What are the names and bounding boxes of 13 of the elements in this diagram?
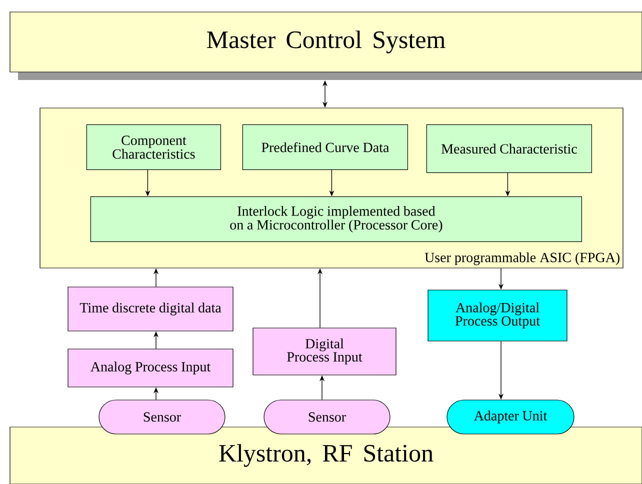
station-box: Klystron, RF Station [10, 426, 642, 484]
sensor-pill: Sensor [264, 400, 390, 434]
process-box: Digital Process Input [252, 328, 396, 376]
data-box: Measured Characteristic [426, 124, 592, 173]
logic-box: Interlock Logic implemented based on a Microcontroller (Processor Core) [90, 196, 582, 242]
adapter-pill: Adapter Unit [446, 400, 574, 434]
system-box: Master Control System [10, 12, 642, 80]
sensor-pill: Sensor [98, 400, 226, 434]
data-box: Component Characteristics [86, 124, 221, 170]
process-box: Analog Process Input [68, 348, 234, 388]
data-box: Predefined Curve Data [242, 124, 408, 170]
process-box: Time discrete digital data [68, 286, 234, 332]
process-box: Analog/Digital Process Output [428, 290, 568, 342]
